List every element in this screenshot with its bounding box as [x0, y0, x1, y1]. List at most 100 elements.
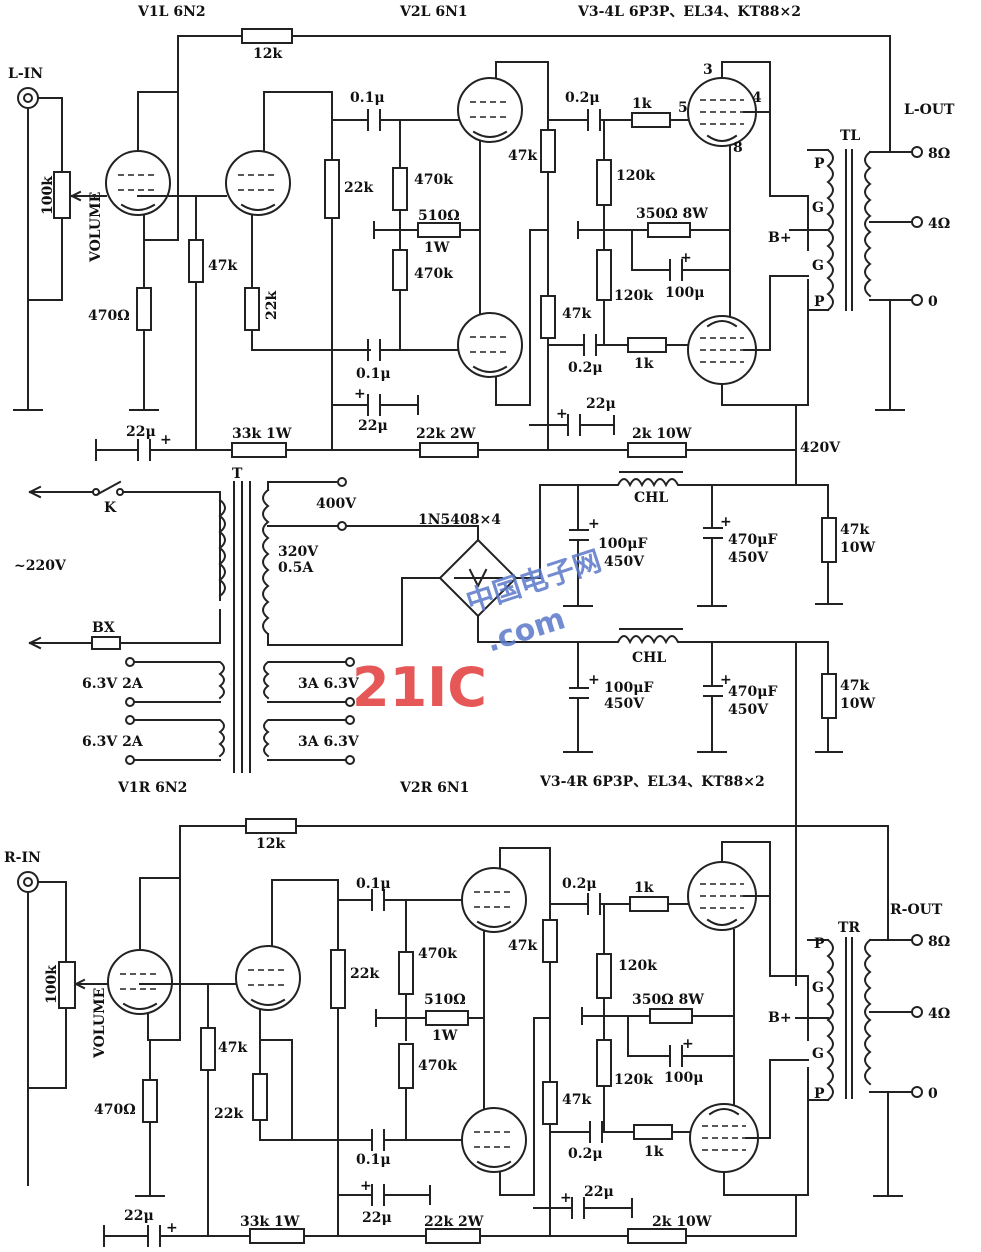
- svg-text:8: 8: [733, 140, 743, 156]
- svg-text:22k: 22k: [214, 1106, 243, 1122]
- svg-text:0.2μ: 0.2μ: [568, 1146, 603, 1162]
- svg-text:22k 2W: 22k 2W: [416, 426, 476, 442]
- v1r-second-tube: [207, 879, 373, 1141]
- v34r-label: V3-4R 6P3P、EL34、KT88×2: [539, 774, 765, 790]
- svg-text:350Ω 8W: 350Ω 8W: [632, 992, 704, 1008]
- svg-text:22μ: 22μ: [584, 1184, 614, 1200]
- svg-text:470μF: 470μF: [728, 684, 777, 700]
- svg-text:22k: 22k: [264, 291, 280, 320]
- svg-text:0.1μ: 0.1μ: [350, 90, 385, 106]
- svg-text:+: +: [166, 1220, 178, 1236]
- svg-text:47k: 47k: [562, 306, 591, 322]
- r-in-label: R-IN: [4, 850, 41, 866]
- svg-text:R-OUT: R-OUT: [890, 902, 943, 918]
- v2l-label: V2L 6N1: [399, 4, 468, 20]
- v4l-output-tube: [687, 229, 809, 406]
- svg-text:0.1μ: 0.1μ: [356, 366, 391, 382]
- svg-text:10W: 10W: [840, 696, 875, 712]
- svg-text:6.3V 2A: 6.3V 2A: [82, 676, 144, 692]
- v3l-output-tube: [687, 61, 809, 231]
- svg-text:B+: B+: [768, 1010, 792, 1026]
- svg-text:47k: 47k: [840, 678, 869, 694]
- svg-text:0.5A: 0.5A: [278, 560, 314, 576]
- v2r-tube-top: [461, 847, 551, 1019]
- svg-text:22μ: 22μ: [362, 1210, 392, 1226]
- svg-text:P: P: [814, 156, 825, 172]
- svg-text:450V: 450V: [604, 554, 645, 570]
- svg-text:中国电子网: 中国电子网: [462, 544, 605, 619]
- svg-text:470k: 470k: [418, 1058, 457, 1074]
- output-transformer-tl: [789, 148, 913, 411]
- svg-text:+: +: [354, 386, 366, 402]
- fuse: [91, 636, 121, 650]
- svg-text:120k: 120k: [618, 958, 657, 974]
- svg-text:21IC: 21IC: [352, 656, 487, 719]
- volume-pot[interactable]: [53, 171, 71, 219]
- svg-text:2k 10W: 2k 10W: [632, 426, 692, 442]
- svg-text:5: 5: [678, 100, 688, 116]
- svg-text:6.3V 2A: 6.3V 2A: [82, 734, 144, 750]
- svg-text:8Ω: 8Ω: [928, 146, 950, 162]
- r-cathode1-label: 470Ω: [88, 308, 130, 324]
- svg-text:+: +: [160, 432, 172, 448]
- svg-text:22k: 22k: [344, 180, 373, 196]
- svg-text:450V: 450V: [728, 702, 769, 718]
- feedback-label: 12k: [253, 46, 282, 62]
- svg-text:100k: 100k: [44, 965, 60, 1004]
- svg-text:+: +: [588, 516, 600, 532]
- svg-text:+: +: [720, 672, 732, 688]
- svg-text:0.2μ: 0.2μ: [565, 90, 600, 106]
- svg-text:100μ: 100μ: [664, 1070, 703, 1086]
- svg-text:100μF: 100μF: [598, 536, 647, 552]
- svg-text:350Ω 8W: 350Ω 8W: [636, 206, 708, 222]
- svg-text:+: +: [588, 672, 600, 688]
- svg-text:400V: 400V: [316, 496, 357, 512]
- svg-text:33k 1W: 33k 1W: [232, 426, 292, 442]
- v2l-tube-bottom: [457, 229, 549, 406]
- svg-text:22μ: 22μ: [358, 418, 388, 434]
- svg-text:VOLUME: VOLUME: [92, 988, 108, 1059]
- svg-text:510Ω: 510Ω: [418, 208, 460, 224]
- svg-text:1k: 1k: [632, 96, 652, 112]
- l-in-jack[interactable]: [17, 87, 39, 109]
- svg-text:0.1μ: 0.1μ: [356, 876, 391, 892]
- svg-text:L-OUT: L-OUT: [904, 102, 955, 118]
- feedback-resistor: [241, 28, 293, 44]
- svg-text:4: 4: [752, 90, 762, 106]
- svg-text:TL: TL: [840, 128, 860, 144]
- svg-text:450V: 450V: [604, 696, 645, 712]
- v34l-label: V3-4L 6P3P、EL34、KT88×2: [577, 4, 801, 20]
- svg-text:3: 3: [703, 62, 713, 78]
- svg-text:22μ: 22μ: [126, 424, 156, 440]
- svg-text:CHL: CHL: [634, 490, 668, 506]
- svg-text:1N5408×4: 1N5408×4: [418, 512, 501, 528]
- v1r-tube: [91, 825, 181, 1041]
- svg-text:G: G: [812, 1046, 824, 1062]
- r-in-jack[interactable]: [17, 871, 39, 893]
- svg-text:1k: 1k: [644, 1144, 664, 1160]
- svg-text:+: +: [556, 406, 568, 422]
- v1l-tube: [87, 35, 179, 241]
- svg-text:1W: 1W: [432, 1028, 458, 1044]
- v4r-output-tube: [689, 1015, 809, 1196]
- svg-text:470k: 470k: [418, 946, 457, 962]
- svg-text:120k: 120k: [616, 168, 655, 184]
- svg-text:3A 6.3V: 3A 6.3V: [298, 676, 360, 692]
- svg-text:47k: 47k: [218, 1040, 247, 1056]
- svg-text:G: G: [812, 980, 824, 996]
- svg-text:8Ω: 8Ω: [928, 934, 950, 950]
- svg-text:22μ: 22μ: [124, 1208, 154, 1224]
- svg-text:22μ: 22μ: [586, 396, 616, 412]
- svg-text:420V: 420V: [800, 440, 841, 456]
- v3r-output-tube: [687, 841, 809, 1017]
- svg-text:0.1μ: 0.1μ: [356, 1152, 391, 1168]
- svg-text:~220V: ~220V: [14, 558, 67, 574]
- svg-text:1W: 1W: [424, 240, 450, 256]
- svg-text:47k: 47k: [562, 1092, 591, 1108]
- svg-text:33k 1W: 33k 1W: [240, 1214, 300, 1230]
- svg-text:P: P: [814, 936, 825, 952]
- v1l-label: V1L 6N2: [137, 4, 206, 20]
- volume-pot-r[interactable]: [58, 961, 76, 1009]
- svg-text:47k: 47k: [508, 938, 537, 954]
- svg-text:+: +: [682, 1036, 694, 1052]
